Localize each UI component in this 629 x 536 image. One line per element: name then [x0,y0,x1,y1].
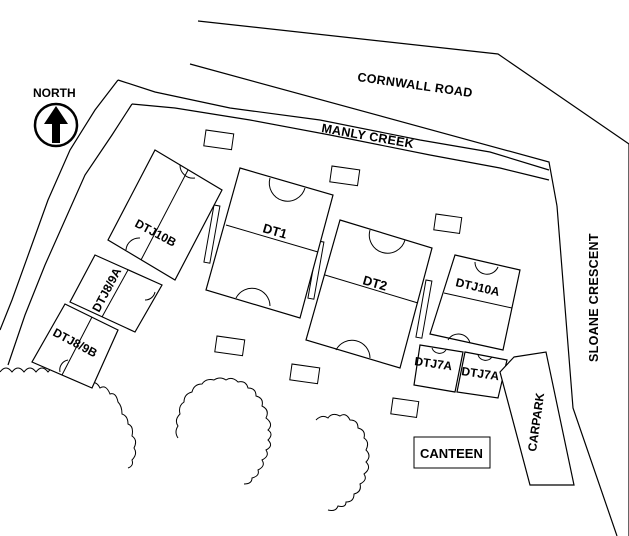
field-dtj7a-right [456,351,508,399]
manly-creek [0,79,550,366]
field-dt1 [205,167,334,319]
cornwall-road [189,20,629,207]
north-arrow-icon [33,102,79,148]
canteen-label: CANTEEN [420,446,483,461]
dt2-label: DT2 [361,272,389,293]
bushland-edge [0,367,370,511]
carpark-area [499,351,575,486]
field-dt2 [305,219,433,369]
manly-creek-label: MANLY CREEK [320,121,415,151]
sloane-crescent [556,144,629,536]
dtj7a-right-label: DTJ7A [461,364,501,383]
sloane-crescent-label: SLOANE CRESCENT [587,233,601,362]
dt1-label: DT1 [261,220,289,241]
cornwall-road-label: CORNWALL ROAD [357,70,474,100]
canteen-building [413,436,491,469]
field-dtj10a [429,254,521,351]
north-label: NORTH [33,86,76,100]
field-dtj8-9a [69,254,163,333]
field-dtj8-9b [31,303,119,389]
field-dtj10b [107,149,223,281]
small-structures [203,129,463,419]
dtj7a-left-label: DTJ7A [414,354,454,373]
field-dtj7a-left [413,344,464,393]
